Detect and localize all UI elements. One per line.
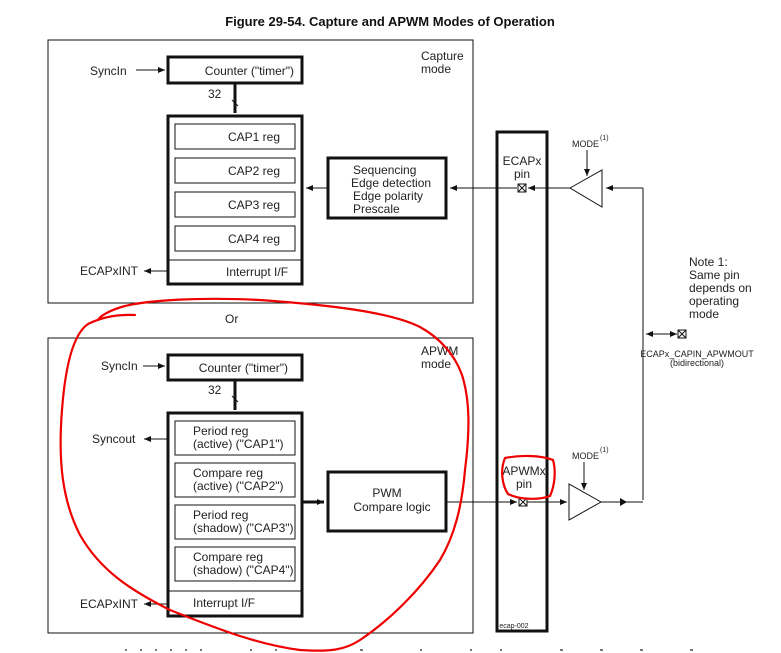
- apwm-bus-slash: [231, 395, 239, 403]
- external-pin-name: ECAPx_CAPIN_APWMOUT: [640, 349, 754, 359]
- note-line-3: depends on: [689, 281, 752, 295]
- note-line-5: mode: [689, 307, 719, 321]
- ecapx-pin-label-2: pin: [514, 167, 530, 181]
- capture-registers: CAP1 reg CAP2 reg CAP3 reg CAP4 reg: [174, 123, 296, 252]
- period-active-line-1: Period reg: [193, 424, 248, 438]
- apwm-register-block: [166, 411, 304, 618]
- apwm-bus-width: 32: [208, 383, 222, 397]
- capture-mode-signal: MODE: [572, 139, 599, 149]
- note-line-2: Same pin: [689, 268, 740, 282]
- figure-title: Figure 29-54. Capture and APWM Modes of …: [225, 14, 555, 29]
- apwm-registers: Period reg (active) ("CAP1") Compare reg…: [174, 420, 296, 582]
- capture-syncin-label: SyncIn: [90, 64, 127, 78]
- annotation-circle-apwm: [59, 297, 470, 652]
- apwm-mode-label-2: mode: [421, 357, 451, 371]
- capture-logic-line-4: Prescale: [353, 202, 400, 216]
- capture-mode-label-2: mode: [421, 62, 451, 76]
- capture-counter-label: Counter ("timer"): [205, 64, 294, 78]
- compare-shadow-line-1: Compare reg: [193, 550, 263, 564]
- external-pin-desc: (bidirectional): [670, 358, 724, 368]
- capture-input-buffer-icon: [569, 169, 603, 208]
- compare-shadow-line-2: (shadow) ("CAP4"): [193, 563, 294, 577]
- capture-interrupt-label: Interrupt I/F: [226, 265, 288, 279]
- image-tag: ecap-002: [499, 623, 528, 630]
- apwm-syncin-label: SyncIn: [101, 359, 138, 373]
- capture-int-out-label: ECAPxINT: [80, 264, 139, 278]
- compare-shadow-box: [174, 546, 296, 582]
- ecapx-pin-icon: [517, 183, 527, 193]
- cap2-reg-label: CAP2 reg: [228, 164, 280, 178]
- apwmx-pin-label-2: pin: [516, 477, 532, 491]
- apwm-output-buffer-icon: [568, 483, 603, 521]
- apwmx-pin-label-1: APWMx: [502, 464, 545, 478]
- period-active-box: [174, 420, 296, 456]
- external-pin-icon: [677, 329, 687, 339]
- period-shadow-box: [174, 504, 296, 540]
- capture-mode-sup: (1): [600, 135, 609, 142]
- pin-column: [495, 130, 549, 633]
- cap4-reg-box: [174, 225, 296, 252]
- capture-logic-line-2: Edge detection: [351, 176, 431, 190]
- cap1-reg-box: [174, 123, 296, 150]
- cap2-reg-box: [174, 157, 296, 184]
- note-line-4: operating: [689, 294, 739, 308]
- capture-bus-slash: [231, 99, 239, 107]
- apwm-mode-frame: [47, 337, 474, 634]
- apwm-counter-label: Counter ("timer"): [199, 361, 288, 375]
- apwm-mode-signal: MODE: [572, 451, 599, 461]
- apwm-interrupt-label: Interrupt I/F: [193, 596, 255, 610]
- pwm-logic-line-1: PWM: [372, 486, 401, 500]
- cap3-reg-label: CAP3 reg: [228, 198, 280, 212]
- cap1-reg-label: CAP1 reg: [228, 130, 280, 144]
- period-shadow-line-2: (shadow) ("CAP3"): [193, 521, 294, 535]
- or-separator: Or: [225, 312, 238, 326]
- compare-active-line-1: Compare reg: [193, 466, 263, 480]
- annotation-circle-apwmx-pin: [501, 454, 556, 500]
- apwm-mode-label-1: APWM: [421, 344, 458, 358]
- capture-mode-frame: [47, 39, 474, 304]
- cap4-reg-label: CAP4 reg: [228, 232, 280, 246]
- buffer-out-arrowhead: [620, 498, 627, 506]
- truncated-footnote: [125, 649, 693, 651]
- pwm-logic-line-2: Compare logic: [353, 500, 430, 514]
- period-shadow-line-1: Period reg: [193, 508, 248, 522]
- ecapx-pin-label-1: ECAPx: [503, 154, 542, 168]
- syncout-label: Syncout: [92, 432, 136, 446]
- capture-bus-width: 32: [208, 87, 222, 101]
- note-line-1: Note 1:: [689, 255, 728, 269]
- capture-logic-line-3: Edge polarity: [353, 189, 423, 203]
- cap3-reg-box: [174, 191, 296, 218]
- compare-active-box: [174, 462, 296, 498]
- capture-logic-line-1: Sequencing: [353, 163, 416, 177]
- capture-register-block: [166, 114, 304, 286]
- apwm-int-out-label: ECAPxINT: [80, 597, 139, 611]
- apwm-mode-sup: (1): [600, 447, 609, 454]
- capture-mode-label-1: Capture: [421, 49, 464, 63]
- period-active-line-2: (active) ("CAP1"): [193, 437, 284, 451]
- compare-active-line-2: (active) ("CAP2"): [193, 479, 284, 493]
